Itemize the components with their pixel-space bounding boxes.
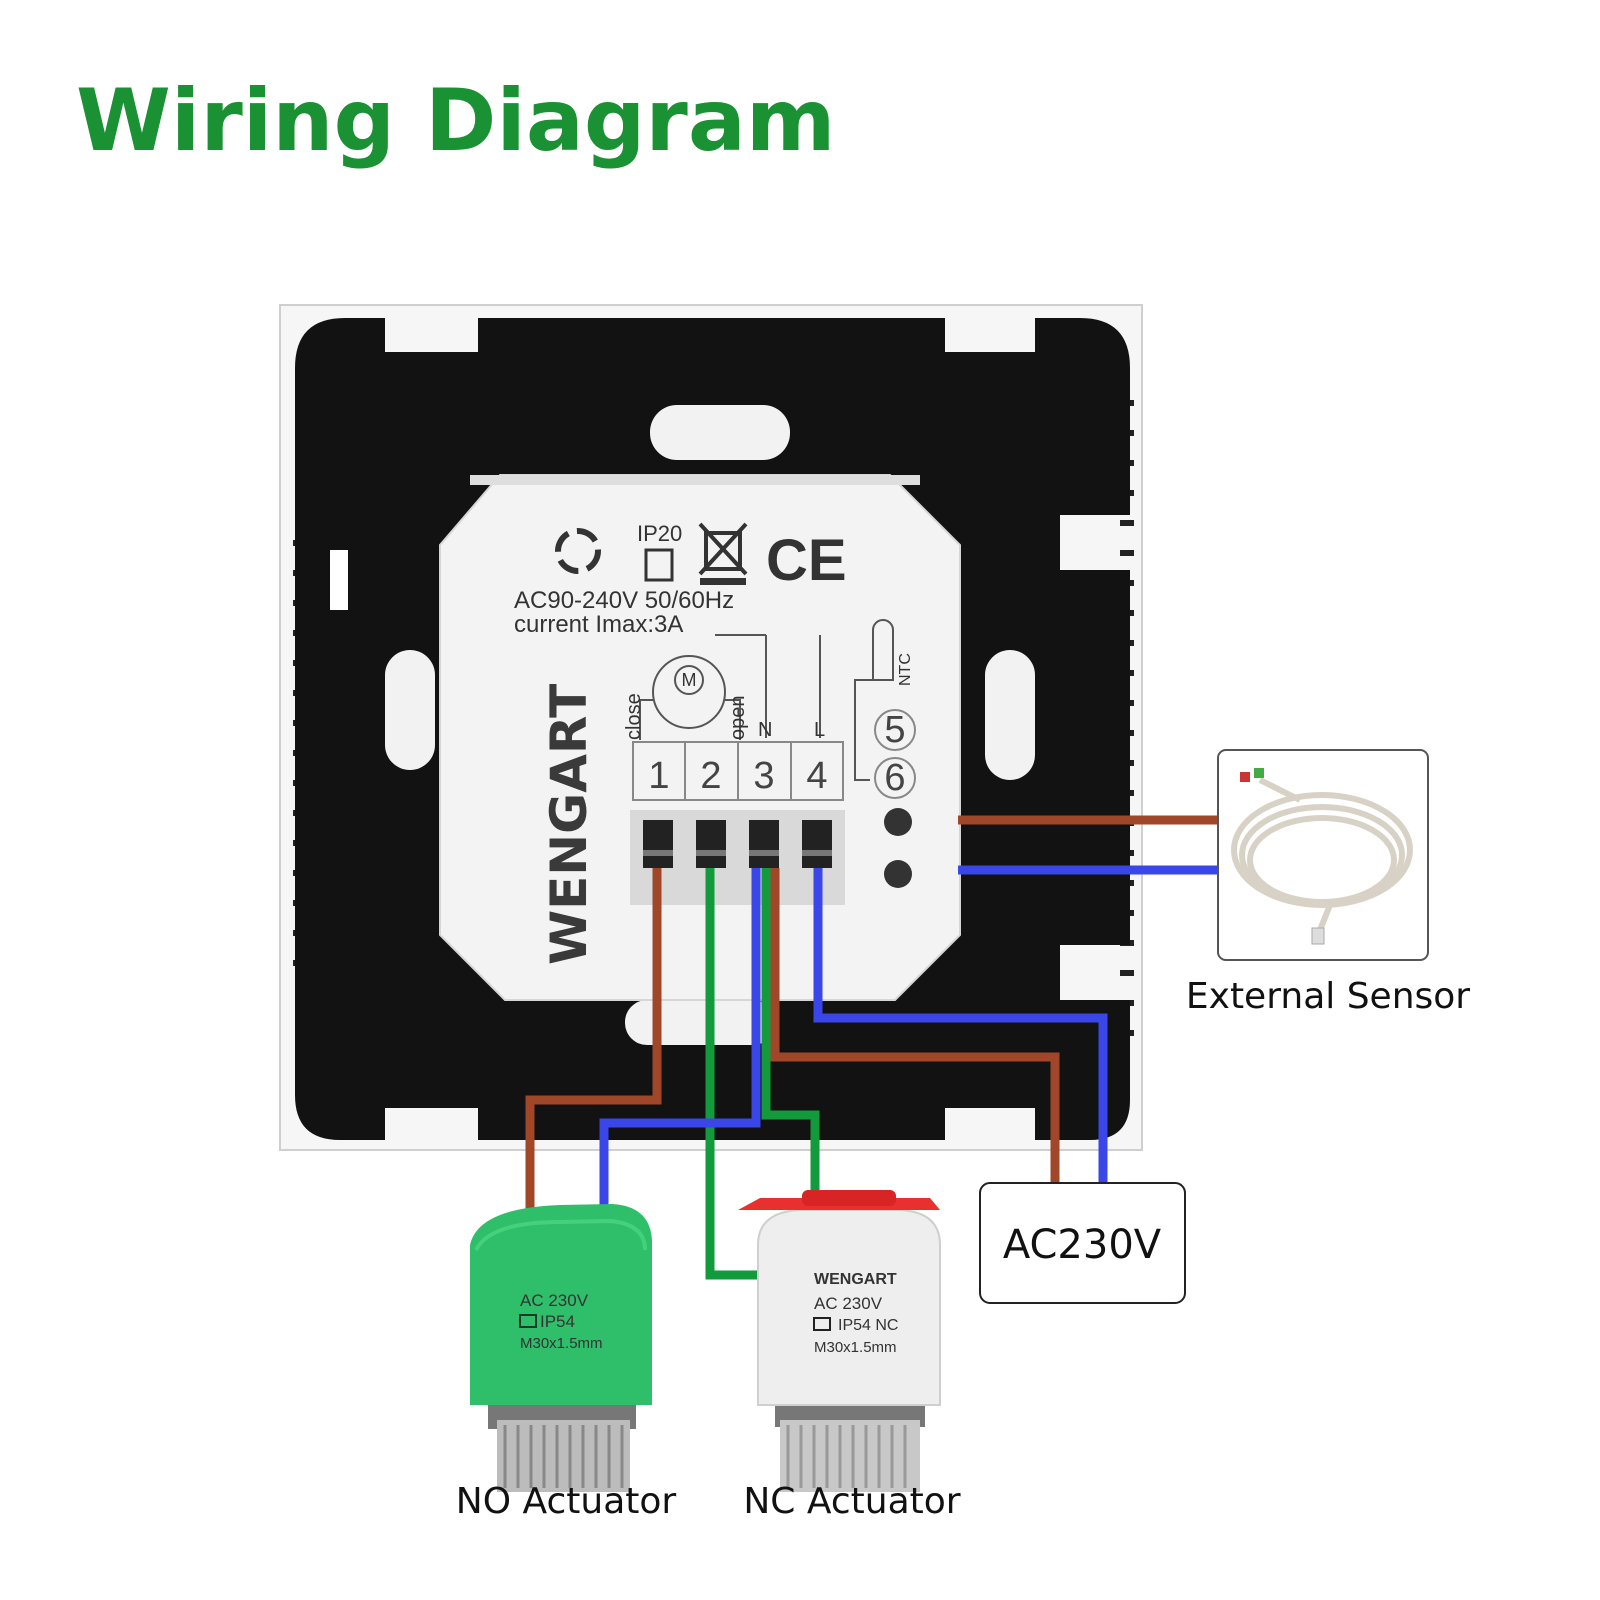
module-icons: IP20 CE — [555, 521, 847, 593]
label-ntc: NTC — [897, 653, 914, 686]
label-l: L — [814, 719, 825, 741]
no-actuator: AC 230V IP54 M30x1.5mm — [470, 1204, 652, 1492]
sensor-screw-5 — [884, 808, 912, 836]
nc-actuator-red-button — [802, 1190, 896, 1206]
power-ring-icon — [555, 528, 601, 574]
no-actuator-ip: IP54 — [540, 1312, 575, 1331]
external-sensor-label: External Sensor — [1186, 976, 1470, 1017]
top-screw-slot — [650, 405, 790, 460]
ce-mark: CE — [766, 528, 847, 593]
sensor-wire-tip-green — [1254, 768, 1264, 778]
terminal-3: 3 — [753, 755, 774, 797]
motor-schematic — [639, 619, 894, 781]
sensor-probe-tip — [1311, 927, 1325, 945]
ip-rating: IP20 — [637, 521, 682, 546]
no-actuator-label: NO Actuator — [456, 1481, 677, 1522]
left-clip — [330, 550, 348, 610]
spec-current: current Imax:3A — [514, 611, 683, 638]
nc-actuator: WENGART AC 230V IP54 NC M30x1.5mm — [738, 1190, 941, 1492]
weee-bin-icon — [698, 522, 748, 576]
nc-actuator-label: NC Actuator — [743, 1481, 960, 1522]
weee-bar — [700, 578, 746, 585]
nc-actuator-thread: M30x1.5mm — [814, 1339, 897, 1356]
terminal-6: 6 — [884, 757, 905, 799]
no-actuator-knurl — [503, 1425, 624, 1488]
wire-t2-nc-actuator — [705, 868, 762, 1280]
terminal-1: 1 — [648, 755, 669, 797]
terminal-4: 4 — [806, 755, 827, 797]
nc-actuator-insulation-icon — [813, 1317, 831, 1331]
label-n: N — [758, 719, 772, 741]
brand-logo: WENGART — [540, 684, 598, 965]
motor-symbol: M — [682, 670, 697, 690]
wire-t3-ac230v — [770, 868, 1060, 1183]
terminal-module — [439, 474, 961, 1001]
wires — [525, 815, 1218, 1280]
external-sensor-box — [1217, 749, 1429, 961]
no-actuator-thread: M30x1.5mm — [520, 1335, 603, 1352]
terminal-2: 2 — [700, 755, 721, 797]
left-screw-slot — [385, 650, 435, 770]
terminal-5: 5 — [884, 709, 905, 751]
double-insulation-icon — [644, 548, 674, 582]
nc-actuator-brand: WENGART — [814, 1271, 897, 1288]
label-open: open — [727, 696, 749, 741]
spec-voltage: AC90-240V 50/60Hz — [514, 587, 734, 614]
right-screw-slot — [985, 650, 1035, 780]
no-actuator-insulation-icon — [519, 1314, 537, 1328]
ac230v-label: AC230V — [1003, 1222, 1162, 1268]
terminal-blocks — [630, 808, 912, 905]
page-title: Wiring Diagram — [76, 71, 835, 171]
wire-t3-nc-actuator — [761, 868, 820, 1200]
module-top-edge — [470, 475, 920, 485]
nc-actuator-knurl — [786, 1425, 907, 1488]
sensor-wire-tip-red — [1240, 772, 1250, 782]
bottom-screw-slot — [625, 1000, 775, 1045]
no-actuator-voltage: AC 230V — [520, 1291, 589, 1310]
nc-actuator-voltage: AC 230V — [814, 1294, 883, 1313]
terminal-numbers: 1 2 3 4 5 6 — [632, 709, 916, 801]
nc-actuator-ip: IP54 NC — [838, 1317, 898, 1334]
wire-t4-ac230v — [813, 868, 1108, 1183]
label-close: close — [623, 693, 645, 740]
wire-t3-no-actuator — [599, 868, 761, 1205]
wire-t1-no-actuator — [525, 868, 662, 1212]
ac230v-box — [979, 1182, 1186, 1304]
sensor-screw-6 — [884, 860, 912, 888]
